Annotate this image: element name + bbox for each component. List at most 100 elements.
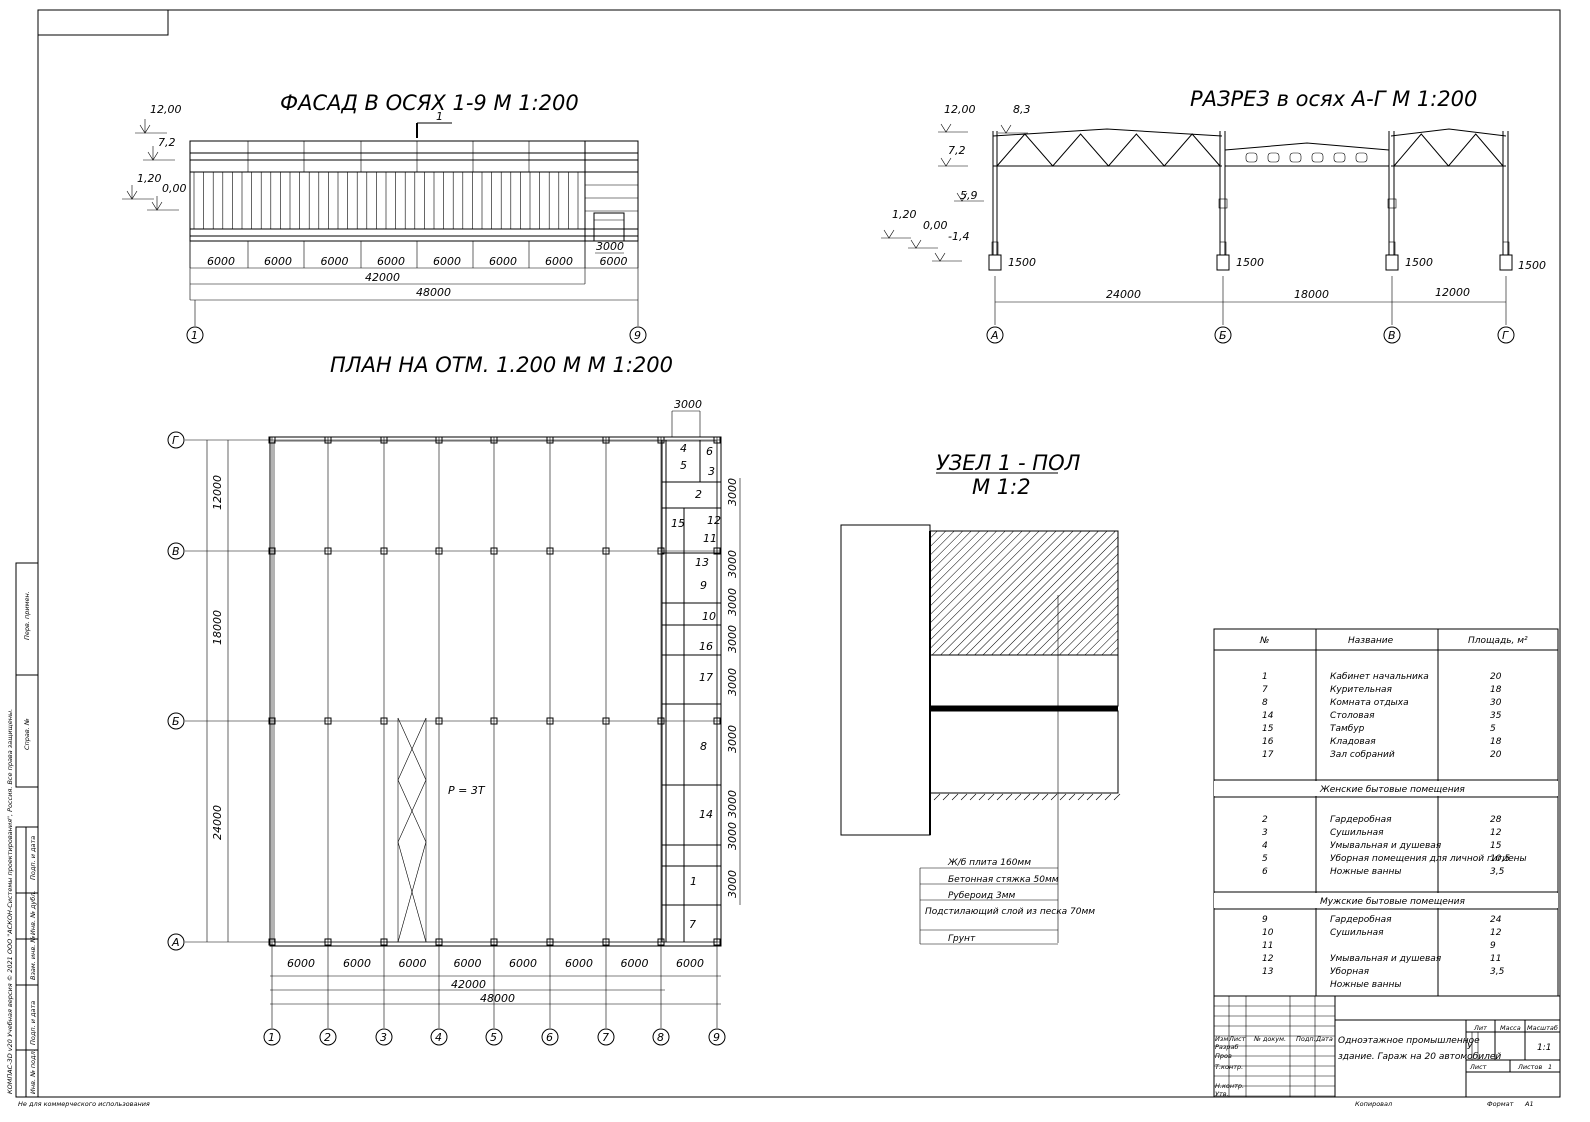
col-axis-2: 3 [380,1031,387,1044]
right-dim-5: 3000 [726,725,739,753]
plan-top-dim: 3000 [674,398,702,411]
room-number-16: 4 [680,442,687,455]
col-axis-8: 9 [713,1031,720,1044]
section-span-3: 12000 [1435,286,1470,299]
row-number: 17 [1262,750,1274,760]
ground-hatch-stroke [1113,793,1121,801]
right-dim-1: 3000 [726,550,739,578]
section-axis-bubble [1214,326,1232,344]
row-number: 10 [1262,928,1274,938]
room-number-8: 9 [700,579,707,592]
table-head-name: Название [1348,636,1394,646]
col-axis-0: 1 [268,1031,275,1044]
row-number: 9 [1262,915,1268,925]
room-number-5: 12 [707,514,721,527]
ground-hatch-stroke [1050,793,1058,801]
column [435,436,443,444]
ground-hatch-stroke [1005,793,1013,801]
row-number: 3 [1262,828,1268,838]
col-axis-7: 8 [657,1031,664,1044]
level-mark-icon [940,123,952,133]
right-dim-3: 3000 [726,625,739,653]
col-axis-bubble [319,1028,337,1046]
row-name: Сушильная [1330,828,1384,838]
row-area: 12 [1490,928,1502,938]
room-number-12: 8 [700,740,707,753]
right-dim-8: 3000 [726,870,739,898]
ground-hatch-stroke [1059,793,1067,801]
stamp-row-label: Н.контр. [1215,1082,1244,1090]
row-name: Ножные ванны [1330,980,1401,990]
right-dim-4: 3000 [726,668,739,696]
row-number: 4 [1262,841,1268,851]
room-number-14: 1 [690,875,697,888]
facade-span-3: 6000 [377,255,405,268]
col-dim-0: 6000 [287,957,315,970]
node-title-1: УЗЕЛ 1 - ПОЛ [936,451,1081,475]
facade-level-1: 7,2 [158,136,176,149]
row-name: Комната отдыха [1330,698,1409,708]
facade-gate [593,212,625,242]
footing [1499,254,1513,271]
row-name: Тамбур [1330,724,1365,734]
facade-span-7: 6000 [600,255,628,268]
column [713,938,721,946]
section-span-1: 24000 [1106,288,1141,301]
column [380,436,388,444]
row-name: Курительная [1330,685,1393,695]
row-number: 5 [1262,854,1268,864]
ground-hatch-stroke [1023,793,1031,801]
column [490,436,498,444]
room-number-9: 10 [702,610,716,623]
col-dim-5: 6000 [565,957,593,970]
section-title: РАЗРЕЗ в осях А-Г М 1:200 [1190,87,1477,111]
ground-hatch-stroke [1014,793,1022,801]
col-dim-3: 6000 [454,957,482,970]
table-head-num: № [1259,636,1269,646]
col-axis-1: 2 [324,1031,331,1044]
crane-capacity: Р = 3Т [448,784,486,797]
women-header: Женские бытовые помещения [1319,785,1465,795]
stamp-sheets: Листов [1517,1063,1542,1071]
row-axis-3: А [171,936,180,949]
section-axis-bubble [986,326,1004,344]
room-number-2: 3 [708,465,715,478]
column-base [1388,241,1396,256]
stamp-row-label: Пров [1215,1052,1232,1060]
stamp-row-label: Разраб [1215,1043,1238,1051]
column [435,547,443,555]
column [546,717,554,725]
row-number: 7 [1262,685,1268,695]
column [324,717,332,725]
stamp-lit: Лит [1473,1024,1487,1032]
column [324,547,332,555]
col-axis-bubble [485,1028,503,1046]
men-header: Мужские бытовые помещения [1320,897,1466,907]
row-area: 11 [1490,954,1501,964]
column [380,547,388,555]
stamp-scale: Масштаб [1527,1024,1558,1032]
section-cut-number: 1 [436,110,443,123]
column [435,938,443,946]
node-title-2: М 1:2 [972,475,1031,499]
row-area: 18 [1490,685,1502,695]
row-area: 35 [1490,711,1502,721]
skylight-window [1311,152,1324,163]
column [268,938,276,946]
section-level-0: 12,00 [944,103,976,116]
column [713,436,721,444]
ground-hatch-stroke [1077,793,1085,801]
row-name: Ножные ванны [1330,867,1401,877]
skylight-window [1245,152,1258,163]
footer-format-value: A1 [1524,1100,1534,1108]
stamp-mass: Масса [1500,1024,1521,1032]
section-level-1: 8,3 [1013,103,1031,116]
col-axis-6: 7 [602,1031,609,1044]
row-area: 28 [1490,815,1502,825]
side-software: КОМПАС-3D v20 Учебная версия © 2021 ООО … [6,709,14,1094]
column [602,547,610,555]
facade-axis-9-label: 9 [634,329,641,342]
row-name: Умывальная и душевая [1330,841,1442,851]
